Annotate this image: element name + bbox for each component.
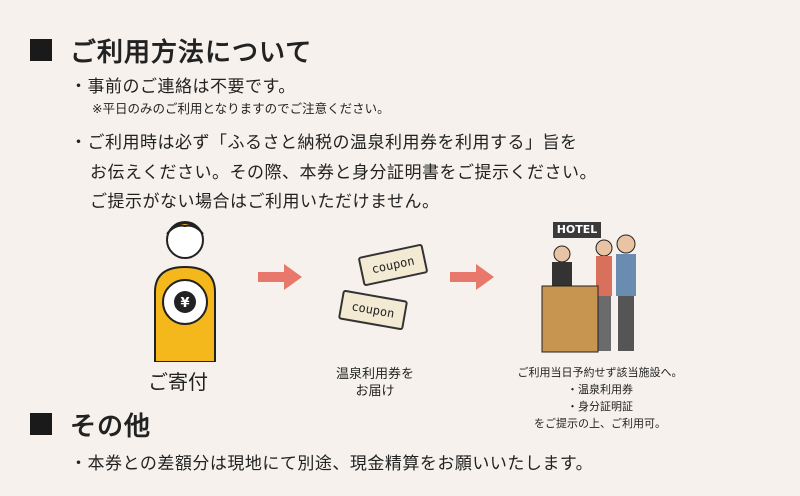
hotel-sign: HOTEL (553, 222, 601, 238)
step-visit-line2: ・温泉利用券 (567, 383, 633, 396)
bullet-usage-line3: ご提示がない場合はご利用いただけません。 (90, 192, 440, 212)
bullet-cash-settlement: ・本券との差額分は現地にて別途、現金精算をお願いいたします。 (70, 454, 594, 474)
step-visit-label: ご利用当日予約せず該当施設へ。 ・温泉利用券 ・身分証明証 をご提示の上、ご利用… (490, 364, 710, 432)
step-delivery-line1: 温泉利用券を (335, 367, 414, 382)
section-heading-other: その他 (70, 412, 152, 442)
arrow-right-icon (258, 264, 302, 290)
arrow-right-icon (450, 264, 494, 290)
yen-symbol: ¥ (180, 296, 189, 311)
bullet-usage-line2: お伝えください。その際、本券と身分証明書をご提示ください。 (90, 163, 597, 183)
step-visit-line4: をご提示の上、ご利用可。 (534, 417, 666, 430)
coupon-ticket: coupon (357, 243, 429, 287)
step-delivery-line2: お届け (355, 384, 395, 399)
heading-marker (30, 39, 52, 61)
donor-illustration: ¥ (154, 221, 216, 362)
note-weekdays: ※平日のみのご利用となりますのでご注意ください。 (92, 101, 390, 116)
hotel-front-desk-illustration (541, 234, 636, 353)
step-donation-label: ご寄付 (148, 370, 208, 394)
step-visit-line1: ご利用当日予約せず該当施設へ。 (517, 366, 683, 379)
bullet-no-reservation: ・事前のご連絡は不要です。 (70, 77, 296, 97)
heading-marker (30, 413, 52, 435)
coupon-ticket: coupon (337, 289, 409, 331)
section-heading-usage: ご利用方法について (70, 38, 313, 68)
step-delivery-label: 温泉利用券を お届け (320, 366, 430, 400)
bullet-usage-line1: ・ご利用時は必ず「ふるさと納税の温泉利用券を利用する」旨を (70, 133, 578, 153)
step-visit-line3: ・身分証明証 (567, 400, 633, 413)
